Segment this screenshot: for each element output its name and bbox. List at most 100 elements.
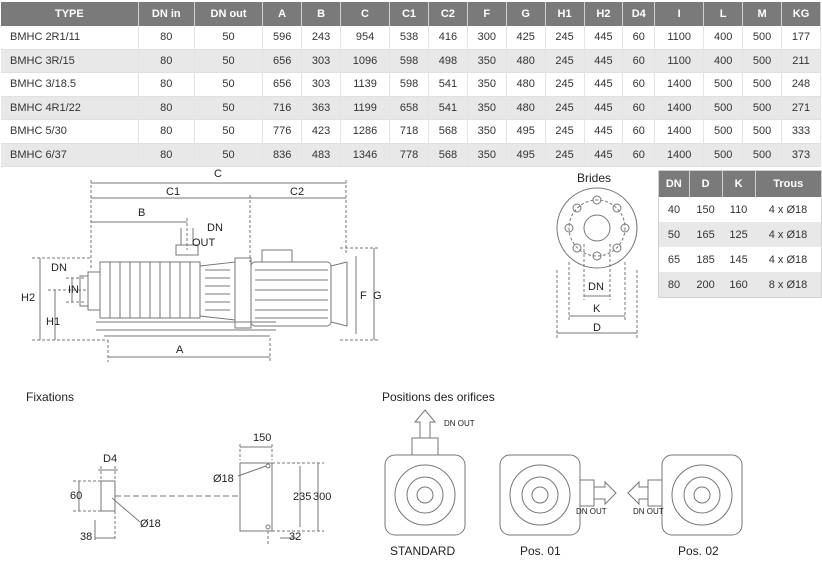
dimensions-cell: BMHC 5/30 — [1, 119, 139, 143]
flange-cell: 50 — [658, 222, 690, 247]
brides-d-label: D — [593, 322, 601, 334]
dimensions-cell: 541 — [428, 96, 468, 120]
dimensions-header-cell: D4 — [622, 2, 656, 26]
dimensions-cell: 423 — [301, 119, 341, 143]
fixations-drawing — [73, 444, 324, 545]
dimensions-cell: 568 — [428, 143, 468, 167]
dimensions-cell: 245 — [545, 26, 585, 49]
pump-side-view — [32, 180, 380, 362]
dim-a-label: A — [176, 344, 184, 356]
dimensions-cell: 716 — [262, 96, 303, 120]
dimensions-cell: 541 — [428, 72, 468, 96]
dimensions-cell: 80 — [138, 26, 195, 49]
flange-cell: 200 — [689, 272, 723, 298]
dimensions-header-cell: H1 — [545, 2, 585, 26]
dimensions-cell: 245 — [545, 119, 585, 143]
dimensions-cell: 656 — [262, 49, 303, 73]
dimensions-cell: 498 — [428, 49, 468, 73]
dimensions-cell: 416 — [428, 26, 468, 49]
dimensions-cell: 500 — [703, 72, 744, 96]
dimensions-header-cell: C1 — [389, 2, 429, 26]
dimensions-cell: 245 — [545, 143, 585, 167]
fix-32-label: 32 — [289, 531, 302, 543]
brides-title: Brides — [577, 171, 612, 185]
flange-cell: 80 — [658, 272, 690, 298]
dimensions-header-cell: I — [654, 2, 705, 26]
flange-drawing — [556, 187, 638, 338]
flange-header-cell: K — [722, 170, 756, 197]
dim-b-label: B — [138, 207, 146, 219]
flange-header-cell: Trous — [755, 170, 822, 197]
dimensions-cell: 248 — [781, 72, 821, 96]
dimensions-cell: 1096 — [340, 49, 391, 73]
dimensions-cell: 303 — [301, 49, 341, 73]
dimensions-cell: 60 — [622, 49, 656, 73]
pos02-label: Pos. 02 — [678, 544, 719, 558]
dimensions-cell: 400 — [703, 26, 744, 49]
dimensions-header-cell: M — [742, 2, 782, 26]
dimensions-cell: 243 — [301, 26, 341, 49]
std-dn-out-label: DN OUT — [444, 419, 475, 428]
fix-38-label: 38 — [80, 531, 93, 543]
flange-cell: 65 — [667, 253, 681, 266]
dimensions-cell: 1100 — [654, 26, 705, 49]
dimensions-cell: 480 — [506, 96, 546, 120]
fix-235-label: 235 — [293, 491, 312, 503]
dim-out-label: OUT — [192, 237, 216, 249]
dim-c1-label: C1 — [166, 186, 181, 198]
flange-cell: 150 — [696, 203, 715, 216]
dimensions-cell: 425 — [506, 26, 546, 49]
dimensions-cell: 80 — [138, 119, 195, 143]
dimensions-cell: BMHC 2R1/11 — [1, 26, 139, 49]
dimensions-cell: BMHC 3R/15 — [1, 49, 139, 73]
dimensions-header-cell: TYPE — [1, 2, 139, 26]
dimensions-header-cell: C — [340, 2, 391, 26]
dimensions-cell: 1400 — [654, 119, 705, 143]
flange-header-cell: D — [689, 170, 723, 197]
dimensions-cell: 538 — [389, 26, 429, 49]
dimensions-cell: 1199 — [340, 96, 391, 120]
dimensions-cell: 500 — [703, 143, 744, 167]
pos01-label: Pos. 01 — [520, 544, 561, 558]
dimensions-cell: 363 — [301, 96, 341, 120]
dimensions-cell: 50 — [194, 26, 264, 49]
dimensions-cell: 80 — [138, 96, 195, 120]
dimensions-cell: 50 — [194, 49, 264, 73]
dimensions-cell: 60 — [622, 119, 656, 143]
dimensions-cell: 445 — [584, 26, 624, 49]
dimensions-cell: 300 — [467, 26, 507, 49]
fixations-title: Fixations — [26, 390, 75, 404]
flange-cell: 125 — [722, 222, 756, 247]
dimensions-cell: 177 — [781, 26, 821, 49]
dimensions-cell: 60 — [622, 26, 656, 49]
dimensions-cell: 568 — [428, 119, 468, 143]
dimensions-cell: 483 — [301, 143, 341, 167]
dimensions-cell: 1100 — [654, 49, 705, 73]
dimensions-header-cell: DN out — [194, 2, 264, 26]
dimensions-cell: 718 — [389, 119, 429, 143]
dimensions-cell: 836 — [262, 143, 303, 167]
flange-cell: 4 x Ø18 — [755, 222, 822, 247]
dimensions-cell: 445 — [584, 143, 624, 167]
flange-cell: 160 — [722, 272, 756, 298]
dimensions-cell: 776 — [262, 119, 303, 143]
dim-g-label: G — [373, 290, 382, 302]
dimensions-header-cell: L — [703, 2, 744, 26]
dimensions-cell: 598 — [389, 49, 429, 73]
brides-k-label: K — [593, 303, 601, 315]
flange-header-cell: DN — [658, 170, 690, 197]
dimensions-cell: 271 — [781, 96, 821, 120]
dimensions-cell: 500 — [742, 72, 782, 96]
dim-c-label: C — [214, 168, 222, 180]
dimensions-cell: 400 — [703, 49, 744, 73]
dimensions-cell: 350 — [467, 72, 507, 96]
